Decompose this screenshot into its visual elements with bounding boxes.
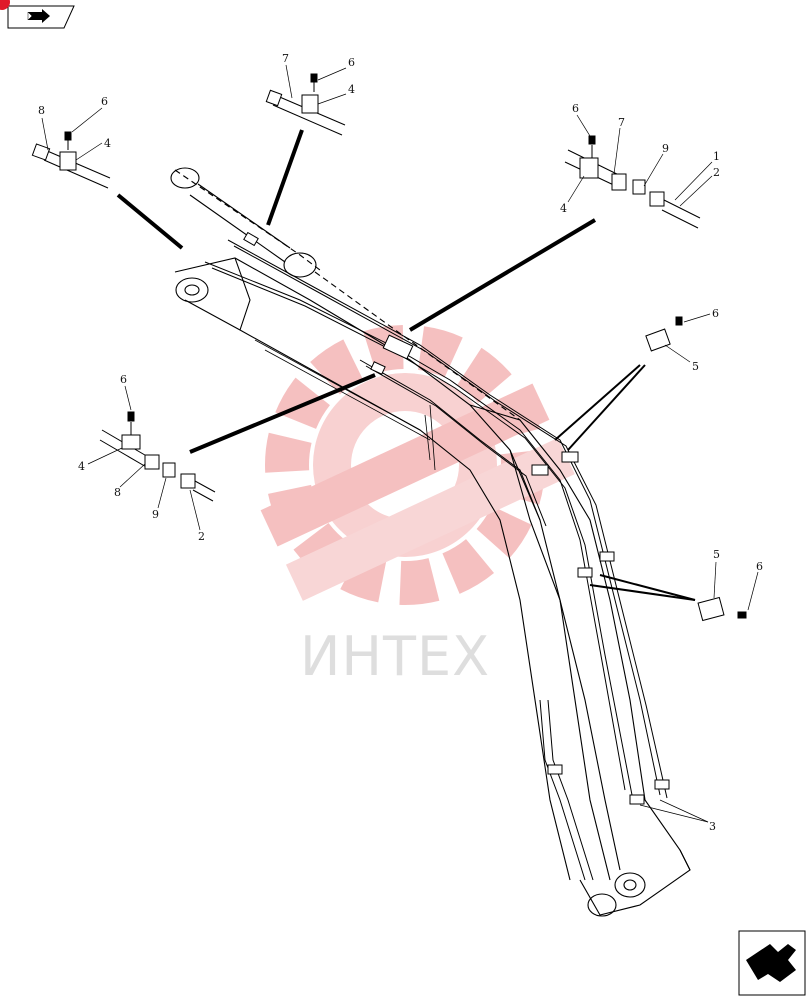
watermark-text: ИНТЕХ (300, 625, 490, 688)
detail-view-4 (99, 411, 216, 502)
callout-4: 4 (104, 137, 111, 150)
boom-assembly (170, 167, 691, 917)
callout-9: 9 (152, 508, 159, 521)
detail-view-3 (564, 135, 701, 229)
callout-9: 9 (662, 142, 669, 155)
callout-6: 6 (756, 560, 763, 573)
next-page-arrow-icon (738, 930, 806, 996)
callout-8: 8 (38, 104, 45, 117)
watermark-logo: ИНТЕХ (260, 325, 575, 688)
detail-view-1 (31, 131, 111, 189)
callout-6: 6 (120, 373, 127, 386)
callout-4: 4 (560, 202, 567, 215)
line-clamps (243, 231, 670, 805)
return-arrow-icon (7, 5, 75, 29)
callout-6: 6 (348, 56, 355, 69)
clip-part-upper (645, 316, 683, 352)
callout-2: 2 (198, 530, 205, 543)
callout-labels: 8 6 4 7 6 4 6 7 9 1 2 4 6 5 6 4 8 9 2 5 … (38, 52, 763, 833)
next-page-button[interactable] (738, 930, 806, 996)
detail-view-2 (265, 73, 346, 136)
callout-4: 4 (348, 83, 355, 96)
gear-logo-icon (260, 325, 575, 605)
callout-6: 6 (101, 95, 108, 108)
callout-6: 6 (572, 102, 579, 115)
callout-1: 1 (713, 150, 720, 163)
hydraulic-lines (204, 239, 668, 881)
callout-5: 5 (692, 360, 699, 373)
return-button[interactable] (4, 4, 76, 30)
callout-7: 7 (618, 116, 625, 129)
pointer-lines (116, 129, 696, 601)
callout-5: 5 (713, 548, 720, 561)
callout-7: 7 (282, 52, 289, 65)
callout-leaders (41, 64, 759, 823)
red-corner-marker (0, 0, 10, 10)
callout-6: 6 (712, 307, 719, 320)
callout-8: 8 (114, 486, 121, 499)
callout-4: 4 (78, 460, 85, 473)
clip-part-lower (697, 596, 747, 622)
callout-3: 3 (709, 820, 716, 833)
callout-2: 2 (713, 166, 720, 179)
